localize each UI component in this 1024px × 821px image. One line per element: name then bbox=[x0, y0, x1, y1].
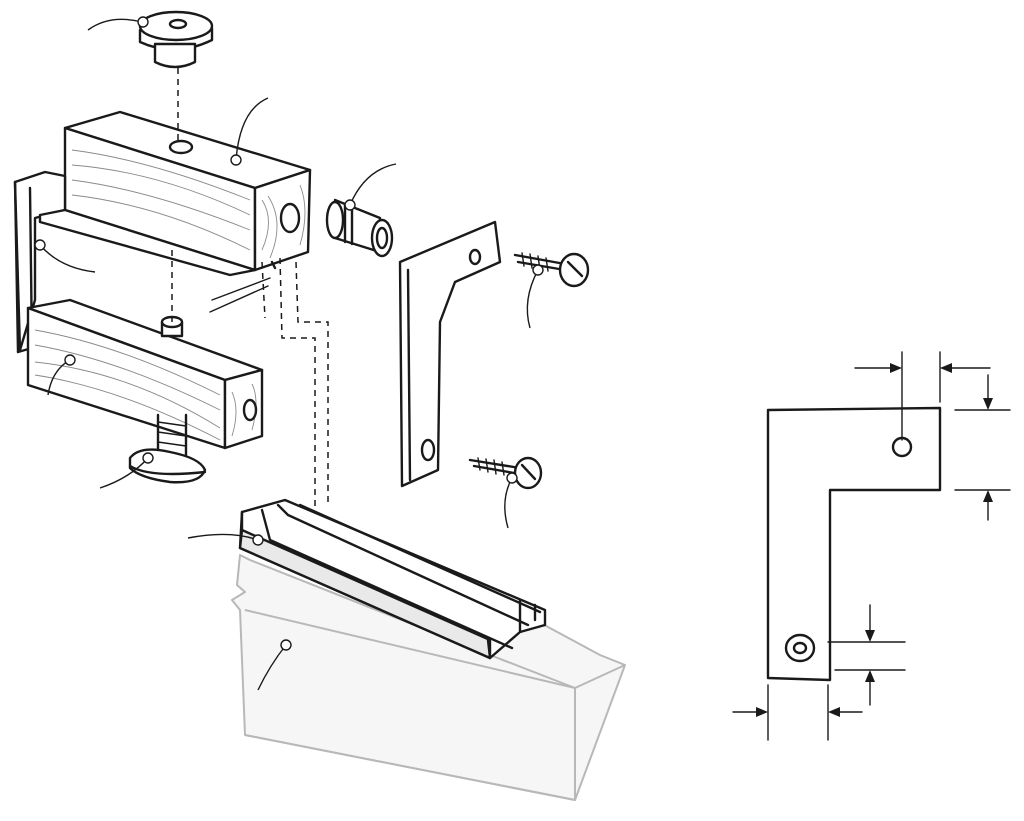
callout-lower-jaw bbox=[47, 354, 76, 396]
assembly-lines bbox=[171, 68, 329, 510]
callout-screw-lower bbox=[504, 472, 518, 529]
callout-workbench bbox=[257, 639, 292, 691]
detail-l-bracket bbox=[766, 406, 942, 682]
upper-jaw-block bbox=[63, 110, 312, 272]
threaded-bushing bbox=[325, 198, 394, 258]
guide-pin bbox=[160, 315, 184, 338]
round-head-screw-lower bbox=[468, 456, 543, 490]
callout-cap-knob bbox=[87, 16, 149, 31]
callout-screw-upper bbox=[526, 264, 544, 329]
callout-bushing bbox=[344, 163, 397, 211]
callout-thumbscrew bbox=[99, 452, 154, 489]
t-track-rail bbox=[238, 498, 547, 660]
side-plate bbox=[398, 220, 502, 488]
callout-frame-spine bbox=[34, 239, 96, 273]
round-head-screw-upper bbox=[513, 252, 590, 288]
callout-upper-jaw bbox=[230, 97, 269, 166]
callout-leaders bbox=[34, 16, 544, 691]
callout-t-track bbox=[187, 533, 264, 546]
detail-dimension-lines bbox=[732, 351, 1011, 741]
lower-jaw-block bbox=[26, 298, 264, 450]
cap-knob bbox=[138, 10, 214, 69]
